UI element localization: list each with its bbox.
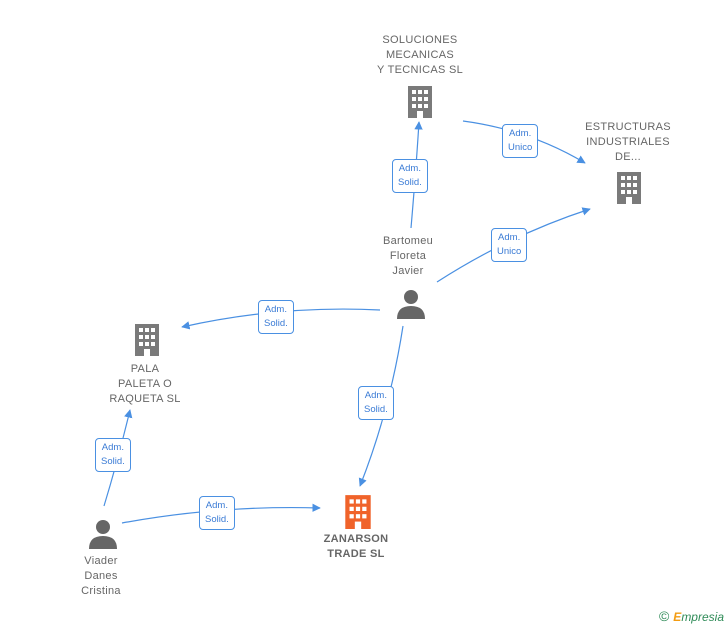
building-icon[interactable] (405, 84, 435, 118)
edge-label-bartomeu-soluciones: Adm. Solid. (392, 159, 428, 193)
building-icon[interactable] (132, 322, 162, 356)
node-label-soluciones: SOLUCIONES MECANICAS Y TECNICAS SL (376, 34, 464, 76)
edge-label-bartomeu-zanarson: Adm. Solid. (358, 386, 394, 420)
edge-label-viader-pala: Adm. Solid. (95, 438, 131, 472)
node-label-viader: Viader Danes Cristina (81, 555, 121, 597)
node-label-estructuras: ESTRUCTURAS INDUSTRIALES DE... (585, 121, 671, 163)
building-icon[interactable] (342, 493, 374, 529)
brand-name: mpresia (681, 610, 724, 624)
edge-label-viader-zanarson: Adm. Solid. (199, 496, 235, 530)
node-label-zanarson: ZANARSON TRADE SL (323, 533, 389, 560)
brand-logo: ©Empresia (659, 608, 724, 624)
node-label-pala: PALA PALETA O RAQUETA SL (109, 363, 181, 405)
copyright-icon: © (658, 608, 670, 624)
edge-label-soluciones-estructuras: Adm. Unico (502, 124, 539, 158)
brand-initial: E (673, 610, 682, 624)
person-icon[interactable] (395, 288, 427, 320)
node-label-bartomeu: Bartomeu Floreta Javier (382, 235, 434, 277)
person-icon[interactable] (87, 518, 119, 550)
edge-label-bartomeu-estructuras: Adm. Unico (491, 228, 528, 262)
edge-label-bartomeu-pala: Adm. Solid. (258, 300, 294, 334)
building-icon[interactable] (614, 170, 644, 204)
